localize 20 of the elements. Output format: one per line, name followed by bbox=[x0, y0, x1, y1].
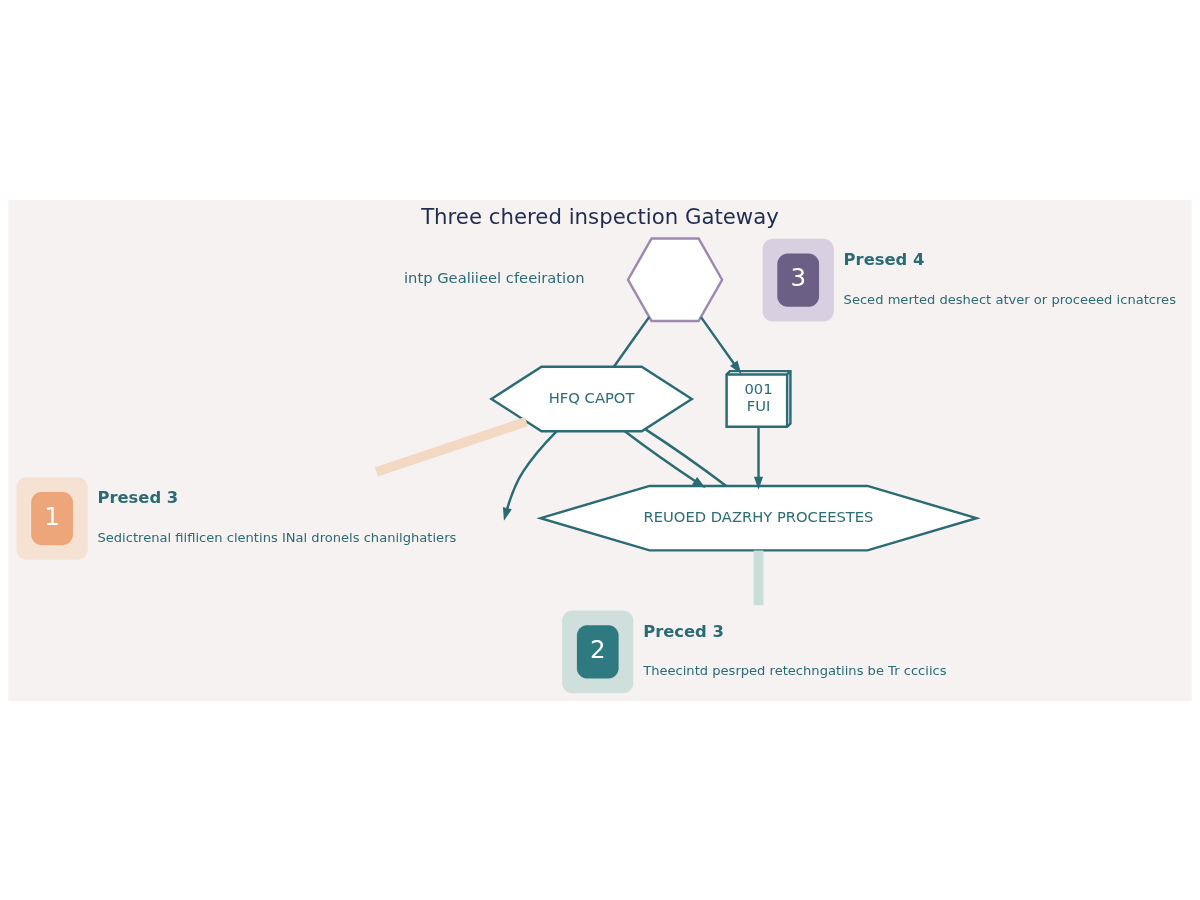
connector bbox=[644, 427, 727, 487]
node-box: 2 bbox=[562, 610, 634, 693]
label: intp Gealiieel cfeeiration bbox=[403, 268, 585, 286]
node-hexagon bbox=[626, 236, 724, 322]
diagram-title: Three chered inspection Gateway bbox=[421, 203, 779, 229]
node-label: Seced merted deshect atver or proceeed icnatcres bbox=[843, 291, 1176, 307]
arrow bbox=[502, 429, 558, 521]
node-box: 3 bbox=[762, 238, 834, 321]
arrow bbox=[700, 315, 742, 374]
connector bbox=[374, 416, 528, 477]
node-label: Presed 4 bbox=[843, 249, 925, 269]
node-label: Theecintd pesrped retechngatiins be Tr ccciics bbox=[643, 662, 947, 678]
arrow bbox=[753, 426, 764, 490]
arrow bbox=[624, 429, 706, 488]
node-label: Presed 3 bbox=[97, 487, 179, 507]
connector bbox=[753, 550, 764, 605]
node-label: Sedictrenal fiiflicen clentins INal dronels chanilghatiers bbox=[97, 529, 457, 545]
connector bbox=[612, 315, 651, 367]
node-box: 1 bbox=[16, 476, 88, 560]
node-label: Preced 3 bbox=[643, 621, 724, 641]
